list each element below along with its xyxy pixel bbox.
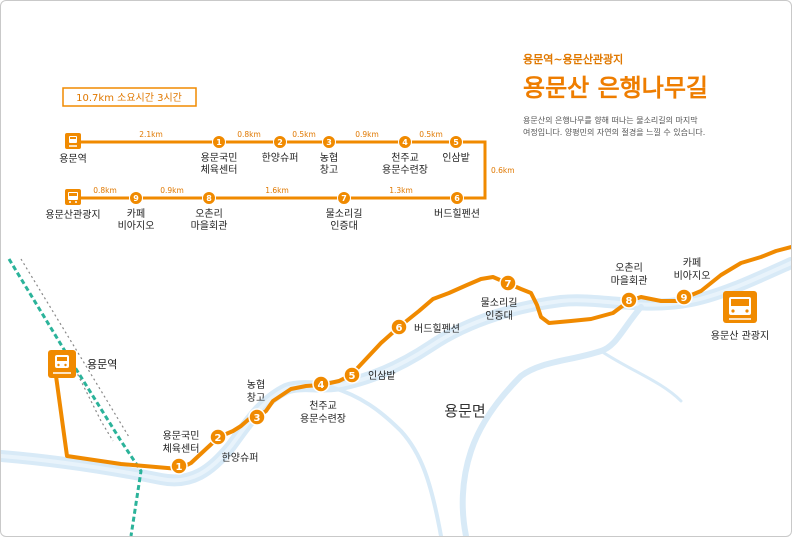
diagram-stop-4: 4 천주교 용문수련장 [382, 135, 428, 176]
map-stop-4: 4 천주교 용문수련장 [300, 375, 346, 425]
svg-text:1: 1 [216, 138, 222, 147]
svg-text:2: 2 [215, 433, 222, 444]
dist-5-6: 0.6km [491, 166, 515, 175]
svg-text:5: 5 [453, 138, 459, 147]
river [1, 257, 791, 536]
svg-text:인증대: 인증대 [485, 310, 513, 322]
svg-text:체육센터: 체육센터 [201, 164, 238, 176]
svg-text:4: 4 [318, 380, 325, 391]
svg-text:창고: 창고 [247, 392, 265, 404]
map-stop-2: 2 한양슈퍼 [209, 428, 259, 464]
map-station-train-icon [48, 350, 76, 378]
svg-text:용문국민: 용문국민 [163, 430, 200, 442]
end-bus-icon [65, 189, 81, 205]
map-stop-5: 5 인삼밭 [343, 366, 396, 384]
svg-text:2: 2 [277, 138, 283, 147]
svg-text:용문수련장: 용문수련장 [382, 164, 428, 176]
start-train-icon [65, 133, 81, 149]
svg-text:창고: 창고 [320, 164, 338, 176]
map-stop-8: 8 오촌리 마을회관 [611, 262, 648, 309]
header-desc-1: 용문산의 은행나무를 향해 떠나는 물소리길의 마지막 [523, 115, 698, 125]
svg-text:농협: 농협 [320, 151, 338, 164]
map-stop-7: 7 물소리길 인증대 [481, 274, 518, 322]
svg-text:버드힐펜션: 버드힐펜션 [414, 322, 460, 335]
dist-7-8: 1.6km [265, 186, 289, 195]
svg-text:용문수련장: 용문수련장 [300, 413, 346, 425]
map-stop-3: 3 농협 창고 [247, 378, 266, 426]
svg-text:오촌리: 오촌리 [195, 208, 223, 220]
svg-text:카페: 카페 [127, 208, 145, 220]
map-terminal-label: 용문산 관광지 [711, 330, 769, 342]
diagram-start-label: 용문역 [59, 153, 87, 165]
header-desc-2: 여정입니다. 양평민의 자연의 절경을 느낄 수 있습니다. [523, 127, 705, 137]
diagram-stop-9: 9 카페 비아지오 [118, 191, 155, 232]
dist-8-9: 0.9km [160, 186, 184, 195]
diagram-stop-5: 5 인삼밭 [442, 135, 470, 164]
svg-text:버드힐펜션: 버드힐펜션 [434, 207, 480, 220]
svg-text:9: 9 [133, 194, 139, 203]
header-title: 용문산 은행나무길 [523, 74, 708, 102]
svg-text:인증대: 인증대 [330, 220, 358, 232]
map-town-label: 용문면 [444, 402, 485, 420]
dist-6-7: 1.3km [389, 186, 413, 195]
dist-9-end: 0.8km [93, 186, 117, 195]
svg-text:비아지오: 비아지오 [118, 220, 155, 232]
svg-text:마을회관: 마을회관 [191, 220, 228, 232]
dist-2-3: 0.5km [292, 130, 316, 139]
svg-text:농협: 농협 [247, 378, 265, 391]
svg-text:8: 8 [626, 296, 633, 307]
svg-text:카페: 카페 [683, 257, 701, 269]
svg-text:4: 4 [402, 138, 408, 147]
diagram-stop-3: 3 농협 창고 [320, 135, 338, 176]
map-stop-6: 6 버드힐펜션 [390, 318, 460, 336]
svg-text:천주교: 천주교 [391, 152, 419, 164]
svg-text:오촌리: 오촌리 [615, 262, 643, 274]
svg-text:1: 1 [176, 462, 183, 473]
svg-text:천주교: 천주교 [309, 400, 337, 412]
diagram-stop-1: 1 용문국민 체육센터 [201, 135, 238, 176]
svg-text:5: 5 [349, 371, 356, 382]
svg-text:물소리길: 물소리길 [481, 296, 518, 309]
header-subtitle: 용문역~용문산관광지 [523, 52, 623, 66]
map-station-label: 용문역 [87, 358, 117, 371]
svg-text:7: 7 [341, 194, 347, 203]
map-route [54, 245, 791, 471]
svg-text:마을회관: 마을회관 [611, 275, 648, 287]
diagram-stop-8: 8 오촌리 마을회관 [191, 191, 228, 232]
diagram-end-label: 용문산관광지 [45, 209, 100, 221]
svg-text:3: 3 [254, 413, 261, 424]
svg-text:인삼밭: 인삼밭 [442, 152, 470, 164]
map-terminal-bus-icon [723, 291, 757, 323]
svg-text:8: 8 [206, 194, 212, 203]
svg-text:비아지오: 비아지오 [674, 270, 711, 282]
svg-text:용문국민: 용문국민 [201, 152, 238, 164]
svg-text:6: 6 [396, 323, 403, 334]
dist-4-5: 0.5km [419, 130, 443, 139]
svg-text:한양슈퍼: 한양슈퍼 [222, 452, 259, 464]
svg-text:체육센터: 체육센터 [163, 443, 200, 455]
svg-text:한양슈퍼: 한양슈퍼 [262, 152, 299, 164]
dist-1-2: 0.8km [237, 130, 261, 139]
map-stop-1: 1 용문국민 체육센터 [163, 430, 200, 475]
summary-text: 10.7km 소요시간 3시간 [76, 92, 182, 104]
map-stop-9: 9 카페 비아지오 [674, 257, 711, 306]
dist-3-4: 0.9km [355, 130, 379, 139]
diagram-stop-7: 7 물소리길 인증대 [326, 191, 363, 232]
diagram-stop-2: 2 한양슈퍼 [262, 135, 299, 164]
svg-text:6: 6 [454, 194, 460, 203]
header: 용문역~용문산관광지 용문산 은행나무길 용문산의 은행나무를 향해 떠나는 물… [523, 52, 708, 137]
diagram-stop-6: 6 버드힐펜션 [434, 191, 480, 220]
dist-start-1: 2.1km [139, 130, 163, 139]
summary-box [62, 87, 197, 107]
svg-text:9: 9 [681, 293, 688, 304]
svg-text:7: 7 [505, 279, 512, 290]
route-diagram: 10.7km 소요시간 3시간 용문역 용문산관광지 2.1km 0.8km 0… [45, 87, 515, 232]
railway [7, 258, 143, 536]
svg-text:3: 3 [326, 138, 332, 147]
svg-text:물소리길: 물소리길 [326, 207, 363, 220]
svg-text:인삼밭: 인삼밭 [368, 370, 396, 382]
